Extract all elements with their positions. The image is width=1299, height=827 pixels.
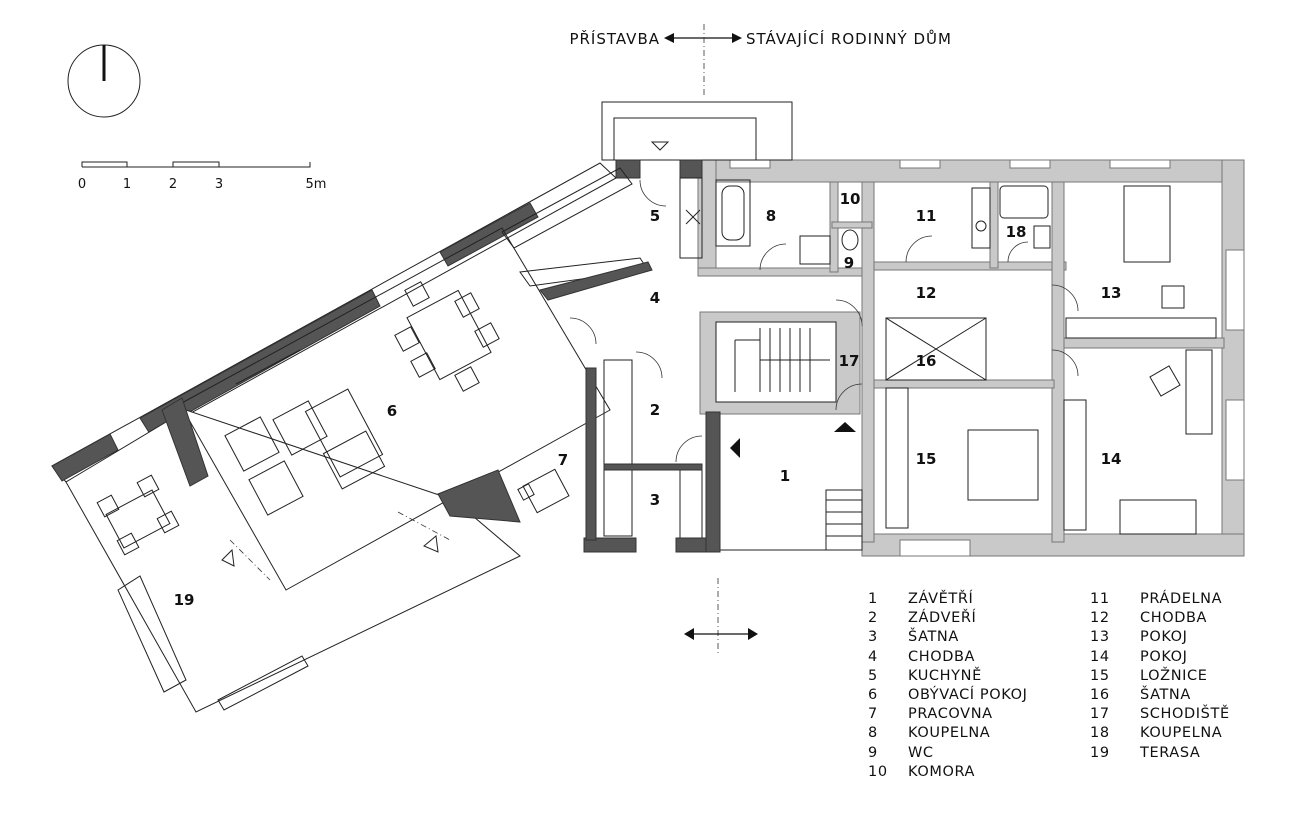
room-number-18: 18 [1006, 223, 1027, 241]
scale-label-2: 2 [169, 177, 177, 192]
scale-label-1: 1 [123, 177, 131, 192]
room-number-17: 17 [839, 352, 860, 370]
room-number-14: 14 [1101, 450, 1122, 468]
plan-header: PŘÍSTAVBA STÁVAJÍCÍ RODINNÝ DŮM [569, 24, 951, 95]
header-right-label: STÁVAJÍCÍ RODINNÝ DŮM [746, 29, 952, 48]
scale-label-3: 3 [215, 177, 223, 192]
room-number-5: 5 [650, 207, 660, 225]
scale-bar: 0 1 2 3 5m [78, 161, 327, 192]
room-numbers: 1 2 3 4 5 6 7 8 9 10 11 12 13 14 15 16 1… [174, 190, 1122, 609]
room-number-13: 13 [1101, 284, 1122, 302]
header-left-label: PŘÍSTAVBA [569, 29, 660, 48]
room-number-3: 3 [650, 491, 660, 509]
staircase [734, 328, 830, 392]
section-arrows-icon [684, 628, 758, 640]
room-number-2: 2 [650, 401, 660, 419]
room-number-4: 4 [650, 289, 660, 307]
header-arrow-icon [664, 33, 742, 43]
room-number-16: 16 [916, 352, 937, 370]
entrance-side-arrow-icon [730, 438, 740, 458]
room-number-1: 1 [780, 467, 790, 485]
room-number-8: 8 [766, 207, 776, 225]
extension [51, 101, 793, 713]
room-number-15: 15 [916, 450, 937, 468]
scale-label-5m: 5m [306, 177, 327, 192]
room-number-11: 11 [916, 207, 937, 225]
entrance-arrow-icon [834, 422, 856, 432]
room-number-10: 10 [840, 190, 861, 208]
north-arrow-icon [67, 44, 141, 118]
room-number-6: 6 [387, 402, 397, 420]
room-number-9: 9 [844, 254, 854, 272]
scale-label-0: 0 [78, 177, 86, 192]
existing-house [569, 159, 1245, 557]
room-number-19: 19 [174, 591, 195, 609]
room-number-12: 12 [916, 284, 937, 302]
room-number-7: 7 [558, 451, 568, 469]
